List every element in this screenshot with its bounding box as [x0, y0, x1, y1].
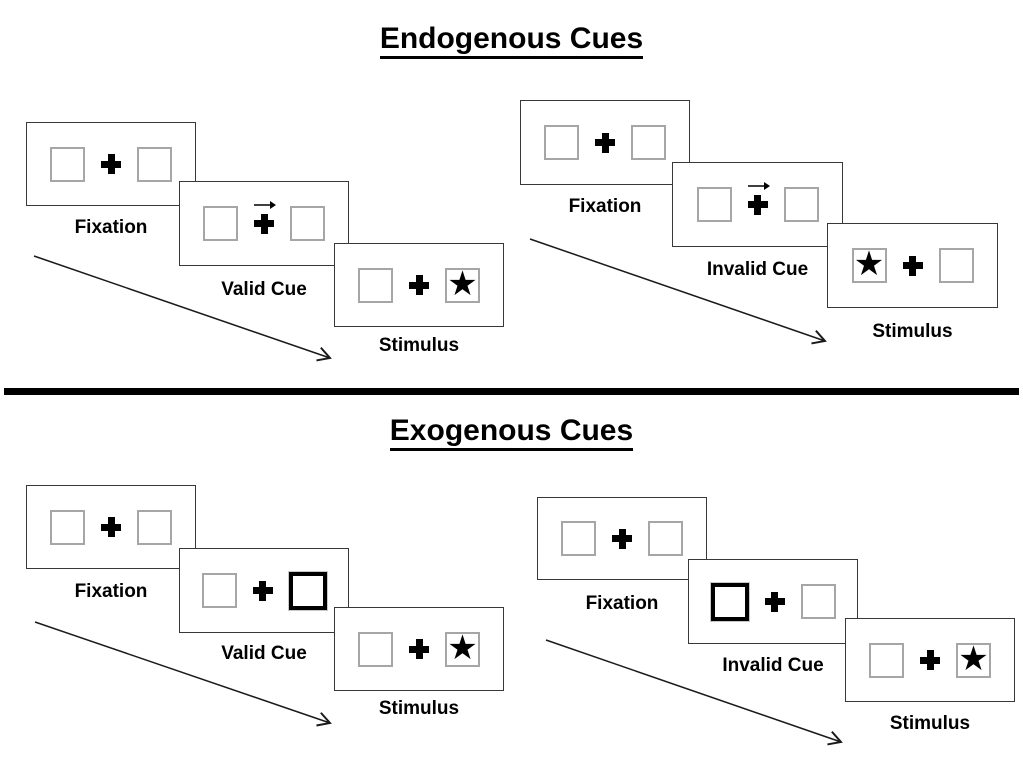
fixation-cross-icon: [409, 639, 429, 659]
panel-fixation: [537, 497, 707, 580]
fixation-cross-icon: [595, 132, 615, 153]
panel-label: Stimulus: [378, 698, 460, 719]
fixation-cross-icon: [409, 275, 429, 295]
panel-label: Stimulus: [872, 321, 953, 342]
star-icon: ★: [853, 244, 885, 284]
panel-stimulus: ★: [827, 223, 998, 308]
cue-box-bold: [287, 570, 328, 611]
left-box: [50, 146, 85, 182]
fixation-cross-icon: [902, 255, 923, 276]
endogenous-section-title: Endogenous Cues: [0, 22, 1023, 59]
right-box: [800, 584, 836, 619]
right-box: [938, 248, 974, 283]
right-box: [290, 206, 325, 241]
left-box: [201, 573, 237, 608]
panel-stimulus: ★: [845, 618, 1015, 702]
fixation-cross-icon: [101, 154, 121, 174]
panel-valid-cue: [179, 548, 349, 633]
left-box: [869, 642, 904, 678]
section-title-text: Exogenous Cues: [389, 414, 634, 451]
section-divider: [4, 388, 1019, 395]
fixation-cross-icon: [764, 591, 785, 612]
panel-label: Fixation: [74, 581, 148, 602]
stimulus-box: ★: [445, 627, 480, 668]
panel-label: Valid Cue: [221, 643, 307, 664]
time-arrow-exogenous-valid: [34, 621, 332, 727]
star-icon: ★: [447, 263, 478, 304]
panel-label: Stimulus: [889, 713, 971, 734]
panel-label: Fixation: [74, 217, 148, 238]
panel-fixation: [520, 100, 690, 185]
panel-valid-cue: [179, 181, 349, 266]
exogenous-section-title: Exogenous Cues: [0, 414, 1023, 451]
fixation-cross-icon: [612, 528, 632, 549]
left-box: [544, 125, 579, 160]
panel-invalid-cue: [688, 559, 858, 644]
stimulus-box: ★: [956, 638, 991, 679]
time-arrow-endogenous-valid: [33, 255, 332, 362]
cue-arrow-icon: [747, 181, 770, 190]
fixation-cross-icon: [920, 650, 940, 670]
panel-fixation: [26, 485, 196, 569]
fixation-cross-icon: [254, 200, 276, 234]
right-box: [137, 509, 172, 545]
right-box: [783, 187, 819, 222]
left-box: [50, 509, 85, 545]
right-box: [631, 125, 666, 160]
panel-invalid-cue: [672, 162, 843, 247]
panel-label: Invalid Cue: [722, 655, 824, 676]
left-box: [561, 521, 596, 556]
left-box: [358, 267, 393, 303]
fixation-cross-icon: [747, 181, 770, 215]
panel-label: Fixation: [568, 196, 642, 217]
right-box: [137, 146, 172, 182]
stimulus-box: ★: [445, 263, 480, 304]
cue-box-bold: [709, 581, 750, 622]
panel-fixation: [26, 122, 196, 206]
star-icon: ★: [958, 638, 989, 679]
panel-label: Valid Cue: [221, 279, 307, 300]
star-icon: ★: [447, 627, 478, 668]
fixation-cross-icon: [252, 580, 273, 601]
panel-label: Fixation: [585, 593, 659, 614]
section-title-text: Endogenous Cues: [379, 22, 644, 59]
left-box: [203, 206, 238, 241]
panel-stimulus: ★: [334, 243, 504, 327]
time-arrow-endogenous-invalid: [529, 238, 827, 345]
panel-label: Invalid Cue: [706, 259, 809, 280]
panel-stimulus: ★: [334, 607, 504, 691]
stimulus-box: ★: [851, 244, 887, 284]
cue-arrow-icon: [254, 200, 276, 209]
left-box: [696, 187, 732, 222]
fixation-cross-icon: [101, 517, 121, 537]
panel-label: Stimulus: [378, 335, 460, 356]
left-box: [358, 631, 393, 667]
right-box: [648, 521, 683, 556]
